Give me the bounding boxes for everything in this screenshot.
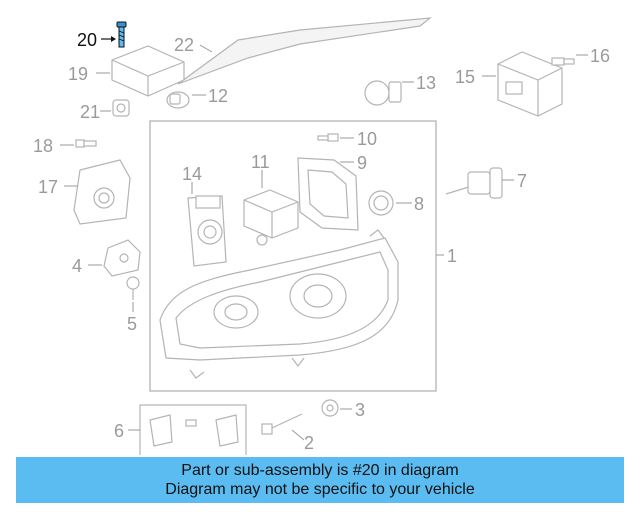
banner-line-part-number: Part or sub-assembly is #20 in diagram <box>181 462 459 479</box>
part-2-bolt <box>261 413 303 435</box>
part-7-xenon-bulb <box>445 167 503 199</box>
callout-11[interactable]: 11 <box>251 152 270 172</box>
callout-6[interactable]: 6 <box>114 421 124 441</box>
part-3-nut <box>321 399 339 417</box>
part-15-ballast <box>497 51 563 117</box>
callout-10[interactable]: 10 <box>357 129 377 149</box>
callout-3[interactable]: 3 <box>355 400 365 420</box>
part-6-bracket-kit <box>139 404 247 455</box>
callout-13[interactable]: 13 <box>416 73 436 93</box>
part-11-adjuster-motor <box>243 189 299 246</box>
callout-7[interactable]: 7 <box>517 171 527 191</box>
callout-12[interactable]: 12 <box>208 86 228 106</box>
part-9-frame <box>297 157 359 231</box>
callout-2[interactable]: 2 <box>304 433 314 453</box>
part-21-grommet <box>112 99 130 117</box>
part-10-screw <box>317 133 339 142</box>
callout-1[interactable]: 1 <box>447 246 457 266</box>
callout-22[interactable]: 22 <box>174 35 194 55</box>
callout-8[interactable]: 8 <box>414 194 424 214</box>
part-20-screw[interactable] <box>116 21 127 48</box>
callout-5[interactable]: 5 <box>127 314 137 334</box>
callout-16[interactable]: 16 <box>590 46 610 66</box>
callout-14[interactable]: 14 <box>182 164 202 184</box>
part-16-screw <box>551 57 575 66</box>
part-22-trim-strip <box>177 17 432 85</box>
callout-21[interactable]: 21 <box>80 102 100 122</box>
callout-18[interactable]: 18 <box>33 136 53 156</box>
headlamp-assembly <box>159 229 399 379</box>
callout-4[interactable]: 4 <box>72 256 82 276</box>
parts-diagram: 1 20 19 21 22 12 13 <box>33 17 610 455</box>
info-banner: Part or sub-assembly is #20 in diagram D… <box>16 457 624 503</box>
callout-9[interactable]: 9 <box>357 153 367 173</box>
part-17-bracket <box>73 159 131 225</box>
part-12-cap <box>166 91 190 109</box>
part-18-screw <box>75 139 97 148</box>
callout-19[interactable]: 19 <box>68 64 88 84</box>
part-8-cap <box>368 190 394 216</box>
callout-17[interactable]: 17 <box>38 177 58 197</box>
part-14-housing-cover <box>187 195 227 267</box>
banner-line-disclaimer: Diagram may not be specific to your vehi… <box>165 481 475 498</box>
headlamp-group-frame <box>149 120 437 392</box>
part-4-bracket <box>103 239 141 277</box>
callout-20[interactable]: 20 <box>77 30 97 50</box>
callout-15[interactable]: 15 <box>455 67 475 87</box>
part-13-bulb <box>364 80 402 106</box>
part-5-bolt <box>126 276 140 300</box>
